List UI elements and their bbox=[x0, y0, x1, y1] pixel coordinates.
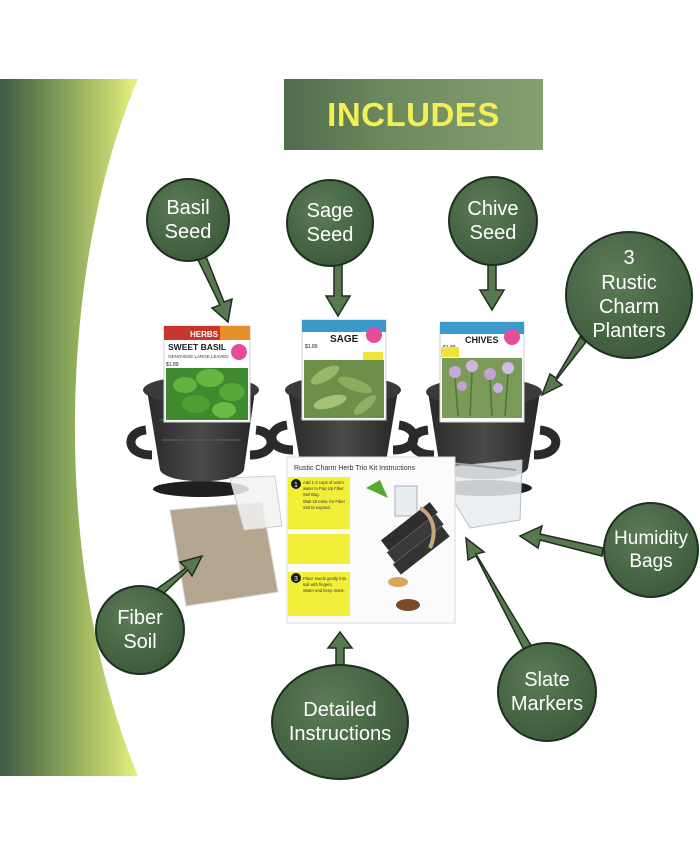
arrow bbox=[195, 252, 233, 324]
includes-banner: INCLUDES bbox=[284, 79, 543, 150]
packet-name: SWEET BASIL bbox=[168, 342, 226, 352]
step-3-line: Place seeds gently into bbox=[303, 576, 347, 581]
callout-label: Humidity Bags bbox=[614, 527, 688, 572]
callout-chive-seed: Chive Seed bbox=[448, 176, 538, 266]
step-3-line: Water and keep moist. bbox=[303, 588, 345, 593]
step-1-line: Soil to expand. bbox=[303, 505, 331, 510]
step-1-line: water to Pop Up Fiber bbox=[303, 486, 344, 491]
callout-fiber-soil: Fiber Soil bbox=[95, 585, 185, 675]
callout-label: Sage Seed bbox=[306, 199, 354, 246]
step-1-line: Wait 15 mins. for Fiber bbox=[303, 499, 346, 504]
packet-name: CHIVES bbox=[465, 335, 499, 345]
arrow bbox=[324, 264, 352, 318]
callout-arrows bbox=[152, 252, 604, 667]
step-1-line: Soil Bag. bbox=[303, 492, 320, 497]
step-1-line: Add 1-2 cups of warm bbox=[303, 480, 344, 485]
arrow bbox=[540, 335, 588, 397]
packet-price: $1.89 bbox=[166, 362, 179, 368]
callout-detailed-instructions: Detailed Instructions bbox=[271, 664, 409, 780]
banner-title: INCLUDES bbox=[327, 95, 500, 133]
seed-packet-sage: SAGE $1.89 bbox=[301, 319, 387, 421]
step-3-number: 3 bbox=[294, 576, 298, 583]
step-1-number: 1 bbox=[294, 482, 298, 489]
callout-label: Basil Seed bbox=[164, 196, 212, 243]
packet-price: $1.89 bbox=[305, 344, 318, 350]
instruction-sheet: Rustic Charm Herb Trio Kit Instructions … bbox=[286, 456, 456, 624]
callout-slate-markers: Slate Markers bbox=[497, 642, 597, 742]
callout-sage-seed: Sage Seed bbox=[286, 179, 374, 267]
arrow bbox=[518, 524, 604, 557]
arrow bbox=[152, 554, 204, 599]
callout-label: Slate Markers bbox=[510, 668, 584, 715]
arrow bbox=[326, 630, 354, 667]
arrow bbox=[465, 536, 534, 651]
callout-label: Chive Seed bbox=[467, 197, 519, 244]
callout-planters: 3 Rustic Charm Planters bbox=[565, 231, 693, 359]
callout-humidity-bags: Humidity Bags bbox=[603, 502, 699, 598]
packet-variety: GENOVESE LARGE LEAVED bbox=[168, 354, 229, 359]
packet-name: SAGE bbox=[330, 334, 359, 345]
callout-basil-seed: Basil Seed bbox=[146, 178, 230, 262]
slate-markers bbox=[380, 502, 450, 575]
callout-label: Fiber Soil bbox=[117, 606, 163, 653]
packet-category: HERBS bbox=[190, 330, 219, 339]
arrow bbox=[478, 262, 506, 312]
callout-label: Detailed Instructions bbox=[288, 698, 392, 745]
step-3-line: soil with fingers. bbox=[303, 582, 333, 587]
callout-label: 3 Rustic Charm Planters bbox=[592, 247, 666, 343]
sheet-title: Rustic Charm Herb Trio Kit Instructions bbox=[294, 465, 415, 472]
seed-packet-chives: CHIVES $1.89 bbox=[439, 321, 525, 423]
seed-packet-basil: HERBS SWEET BASIL GENOVESE LARGE LEAVED … bbox=[163, 325, 251, 423]
fiber-soil-bag bbox=[169, 475, 283, 607]
